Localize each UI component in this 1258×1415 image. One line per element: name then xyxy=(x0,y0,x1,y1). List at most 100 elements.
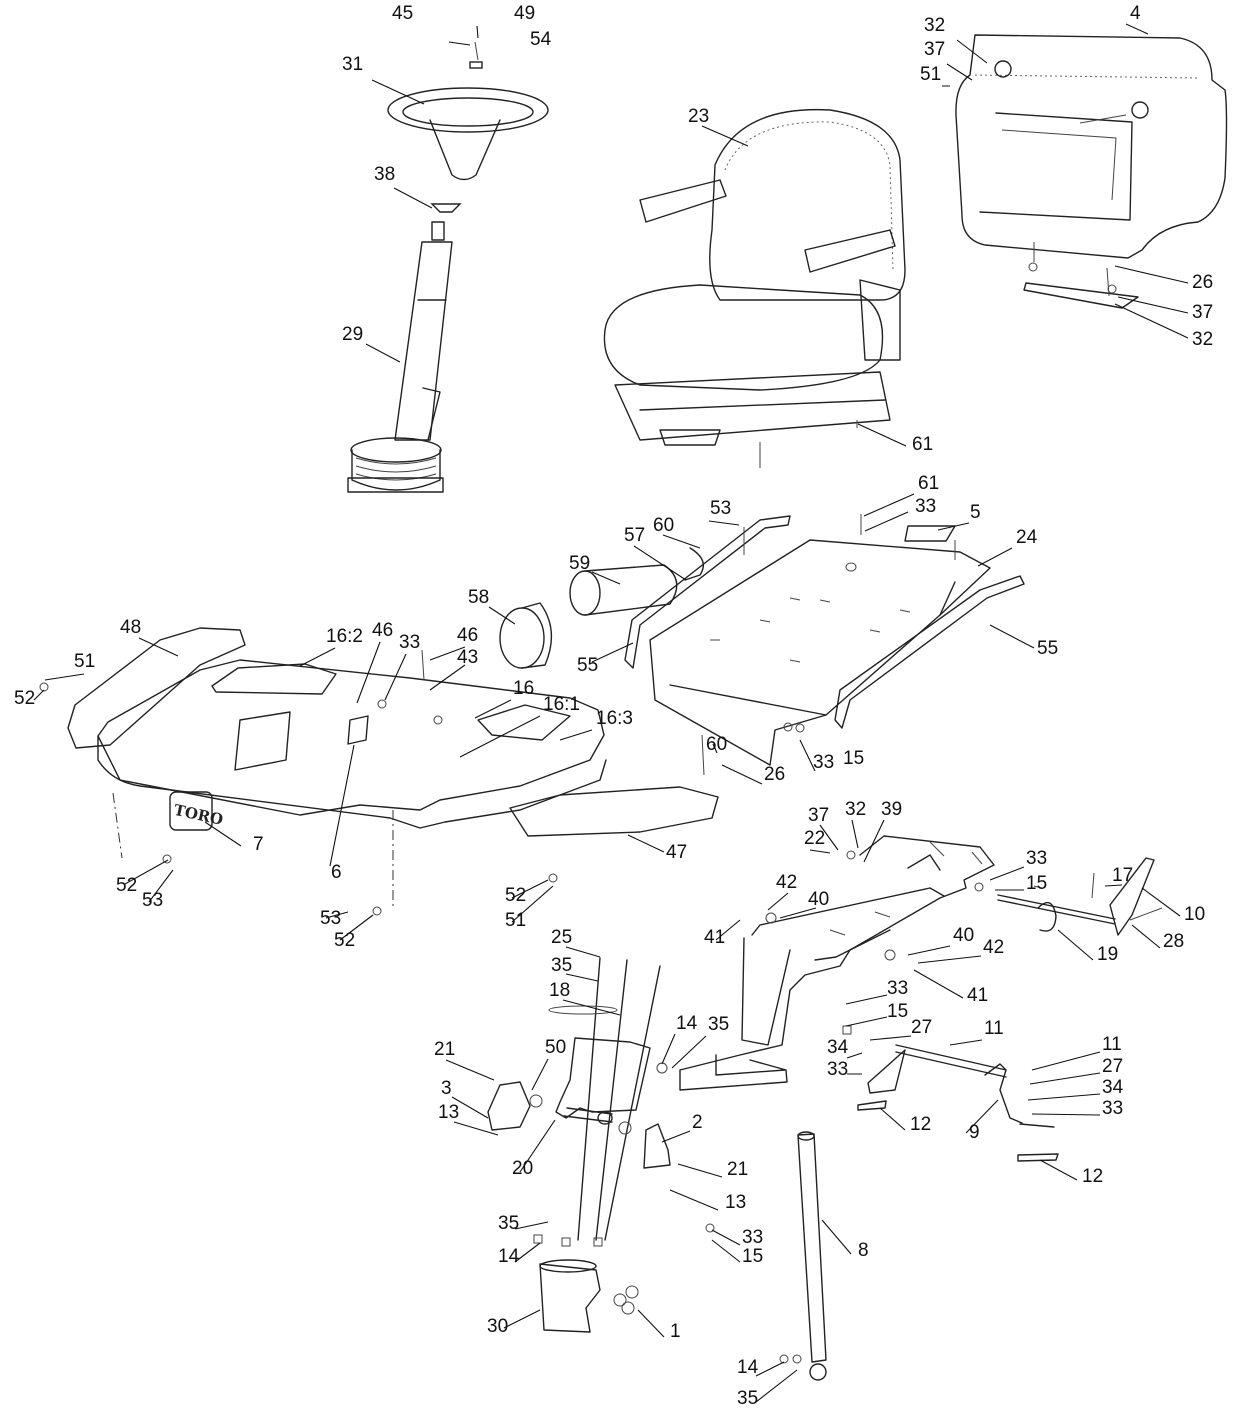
callout-35: 35 xyxy=(498,1213,519,1234)
callout-7: 7 xyxy=(253,834,264,855)
callout-42: 42 xyxy=(983,937,1004,958)
toro-logo: TORO xyxy=(172,801,224,829)
callout-30: 30 xyxy=(487,1316,508,1337)
callout-32: 32 xyxy=(924,15,945,36)
callout-59: 59 xyxy=(569,553,590,574)
callout-33: 33 xyxy=(1102,1098,1123,1119)
callout-26: 26 xyxy=(1192,272,1213,293)
callout-35: 35 xyxy=(708,1014,729,1035)
callout-31: 31 xyxy=(342,54,363,75)
gas-strut xyxy=(797,1131,827,1381)
callout-33: 33 xyxy=(399,632,420,653)
callout-28: 28 xyxy=(1163,931,1184,952)
callout-11: 11 xyxy=(1102,1034,1122,1055)
callout-15: 15 xyxy=(843,748,864,769)
callout-34: 34 xyxy=(1102,1077,1124,1098)
callout-52: 52 xyxy=(334,930,355,951)
callout-27: 27 xyxy=(911,1017,932,1038)
callout-13: 13 xyxy=(438,1102,459,1123)
console: TORO xyxy=(67,627,719,910)
callout-60: 60 xyxy=(706,734,727,755)
callout-41: 41 xyxy=(704,927,725,948)
fasteners xyxy=(39,262,1117,1364)
callout-61: 61 xyxy=(918,473,939,494)
callout-40: 40 xyxy=(953,925,974,946)
callout-52: 52 xyxy=(116,875,137,896)
callout-14: 14 xyxy=(737,1357,759,1378)
callout-32: 32 xyxy=(1192,329,1213,350)
pivot-assembly xyxy=(487,957,671,1241)
callout-17: 17 xyxy=(1112,865,1133,886)
callout-15: 15 xyxy=(1026,873,1047,894)
callout-10: 10 xyxy=(1184,904,1205,925)
callout-25: 25 xyxy=(551,927,572,948)
callout-3: 3 xyxy=(441,1078,452,1099)
callout-51: 51 xyxy=(920,64,941,85)
callout-26: 26 xyxy=(764,764,785,785)
callout-51: 51 xyxy=(505,910,526,931)
pedal-assembly xyxy=(997,857,1163,936)
callout-15: 15 xyxy=(887,1001,908,1022)
callout-53: 53 xyxy=(320,908,341,929)
callout-13: 13 xyxy=(725,1192,746,1213)
callout-21: 21 xyxy=(434,1039,455,1060)
callout-52: 52 xyxy=(14,688,35,709)
callout-49: 49 xyxy=(514,3,535,24)
callout-14: 14 xyxy=(676,1013,698,1034)
callout-33: 33 xyxy=(887,978,908,999)
callout-33: 33 xyxy=(742,1227,763,1248)
canister xyxy=(499,547,704,669)
callout-27: 27 xyxy=(1102,1056,1123,1077)
callout-12: 12 xyxy=(1082,1166,1103,1187)
callout-33: 33 xyxy=(1026,848,1047,869)
callout-58: 58 xyxy=(468,587,489,608)
steering-wheel xyxy=(387,41,549,213)
callout-1: 1 xyxy=(670,1321,681,1342)
floor-plate xyxy=(649,525,991,766)
rear-panel xyxy=(955,34,1228,309)
callout-52: 52 xyxy=(505,885,526,906)
callout-61: 61 xyxy=(912,434,933,455)
callout-14: 14 xyxy=(498,1246,520,1267)
callout-46: 46 xyxy=(372,620,393,641)
callout-8: 8 xyxy=(858,1240,869,1261)
callout-51: 51 xyxy=(74,651,95,672)
callout-45: 45 xyxy=(392,3,413,24)
leader-lines xyxy=(33,23,1189,1403)
frame-bracket xyxy=(679,835,995,1091)
callout-35: 35 xyxy=(551,955,572,976)
callout-47: 47 xyxy=(666,842,687,863)
callout-29: 29 xyxy=(342,324,363,345)
callout-16: 16 xyxy=(513,678,534,699)
callout-15: 15 xyxy=(742,1246,763,1267)
callout-43: 43 xyxy=(457,647,478,668)
callout-2: 2 xyxy=(692,1112,703,1133)
callout-60: 60 xyxy=(653,515,674,536)
callout-16-1: 16:1 xyxy=(543,694,580,715)
callout-16-2: 16:2 xyxy=(326,626,363,647)
callout-9: 9 xyxy=(969,1122,980,1143)
callout-33: 33 xyxy=(915,496,936,517)
callout-24: 24 xyxy=(1016,527,1038,548)
steering-valve xyxy=(539,1259,639,1333)
callout-38: 38 xyxy=(374,164,395,185)
callout-48: 48 xyxy=(120,617,141,638)
callout-55: 55 xyxy=(1037,638,1058,659)
callout-40: 40 xyxy=(808,889,829,910)
callout-20: 20 xyxy=(512,1158,533,1179)
callout-46: 46 xyxy=(457,625,478,646)
panel-strips xyxy=(624,515,1025,729)
callout-54: 54 xyxy=(530,29,552,50)
callout-33: 33 xyxy=(813,752,834,773)
callout-6: 6 xyxy=(331,862,342,883)
callout-19: 19 xyxy=(1097,944,1118,965)
tie-rod-assembly xyxy=(857,1044,1059,1162)
callout-50: 50 xyxy=(545,1037,566,1058)
callout-21: 21 xyxy=(727,1159,748,1180)
callout-33: 33 xyxy=(827,1059,848,1080)
callout-42: 42 xyxy=(776,872,797,893)
callout-39: 39 xyxy=(881,799,902,820)
callout-35: 35 xyxy=(737,1388,758,1409)
